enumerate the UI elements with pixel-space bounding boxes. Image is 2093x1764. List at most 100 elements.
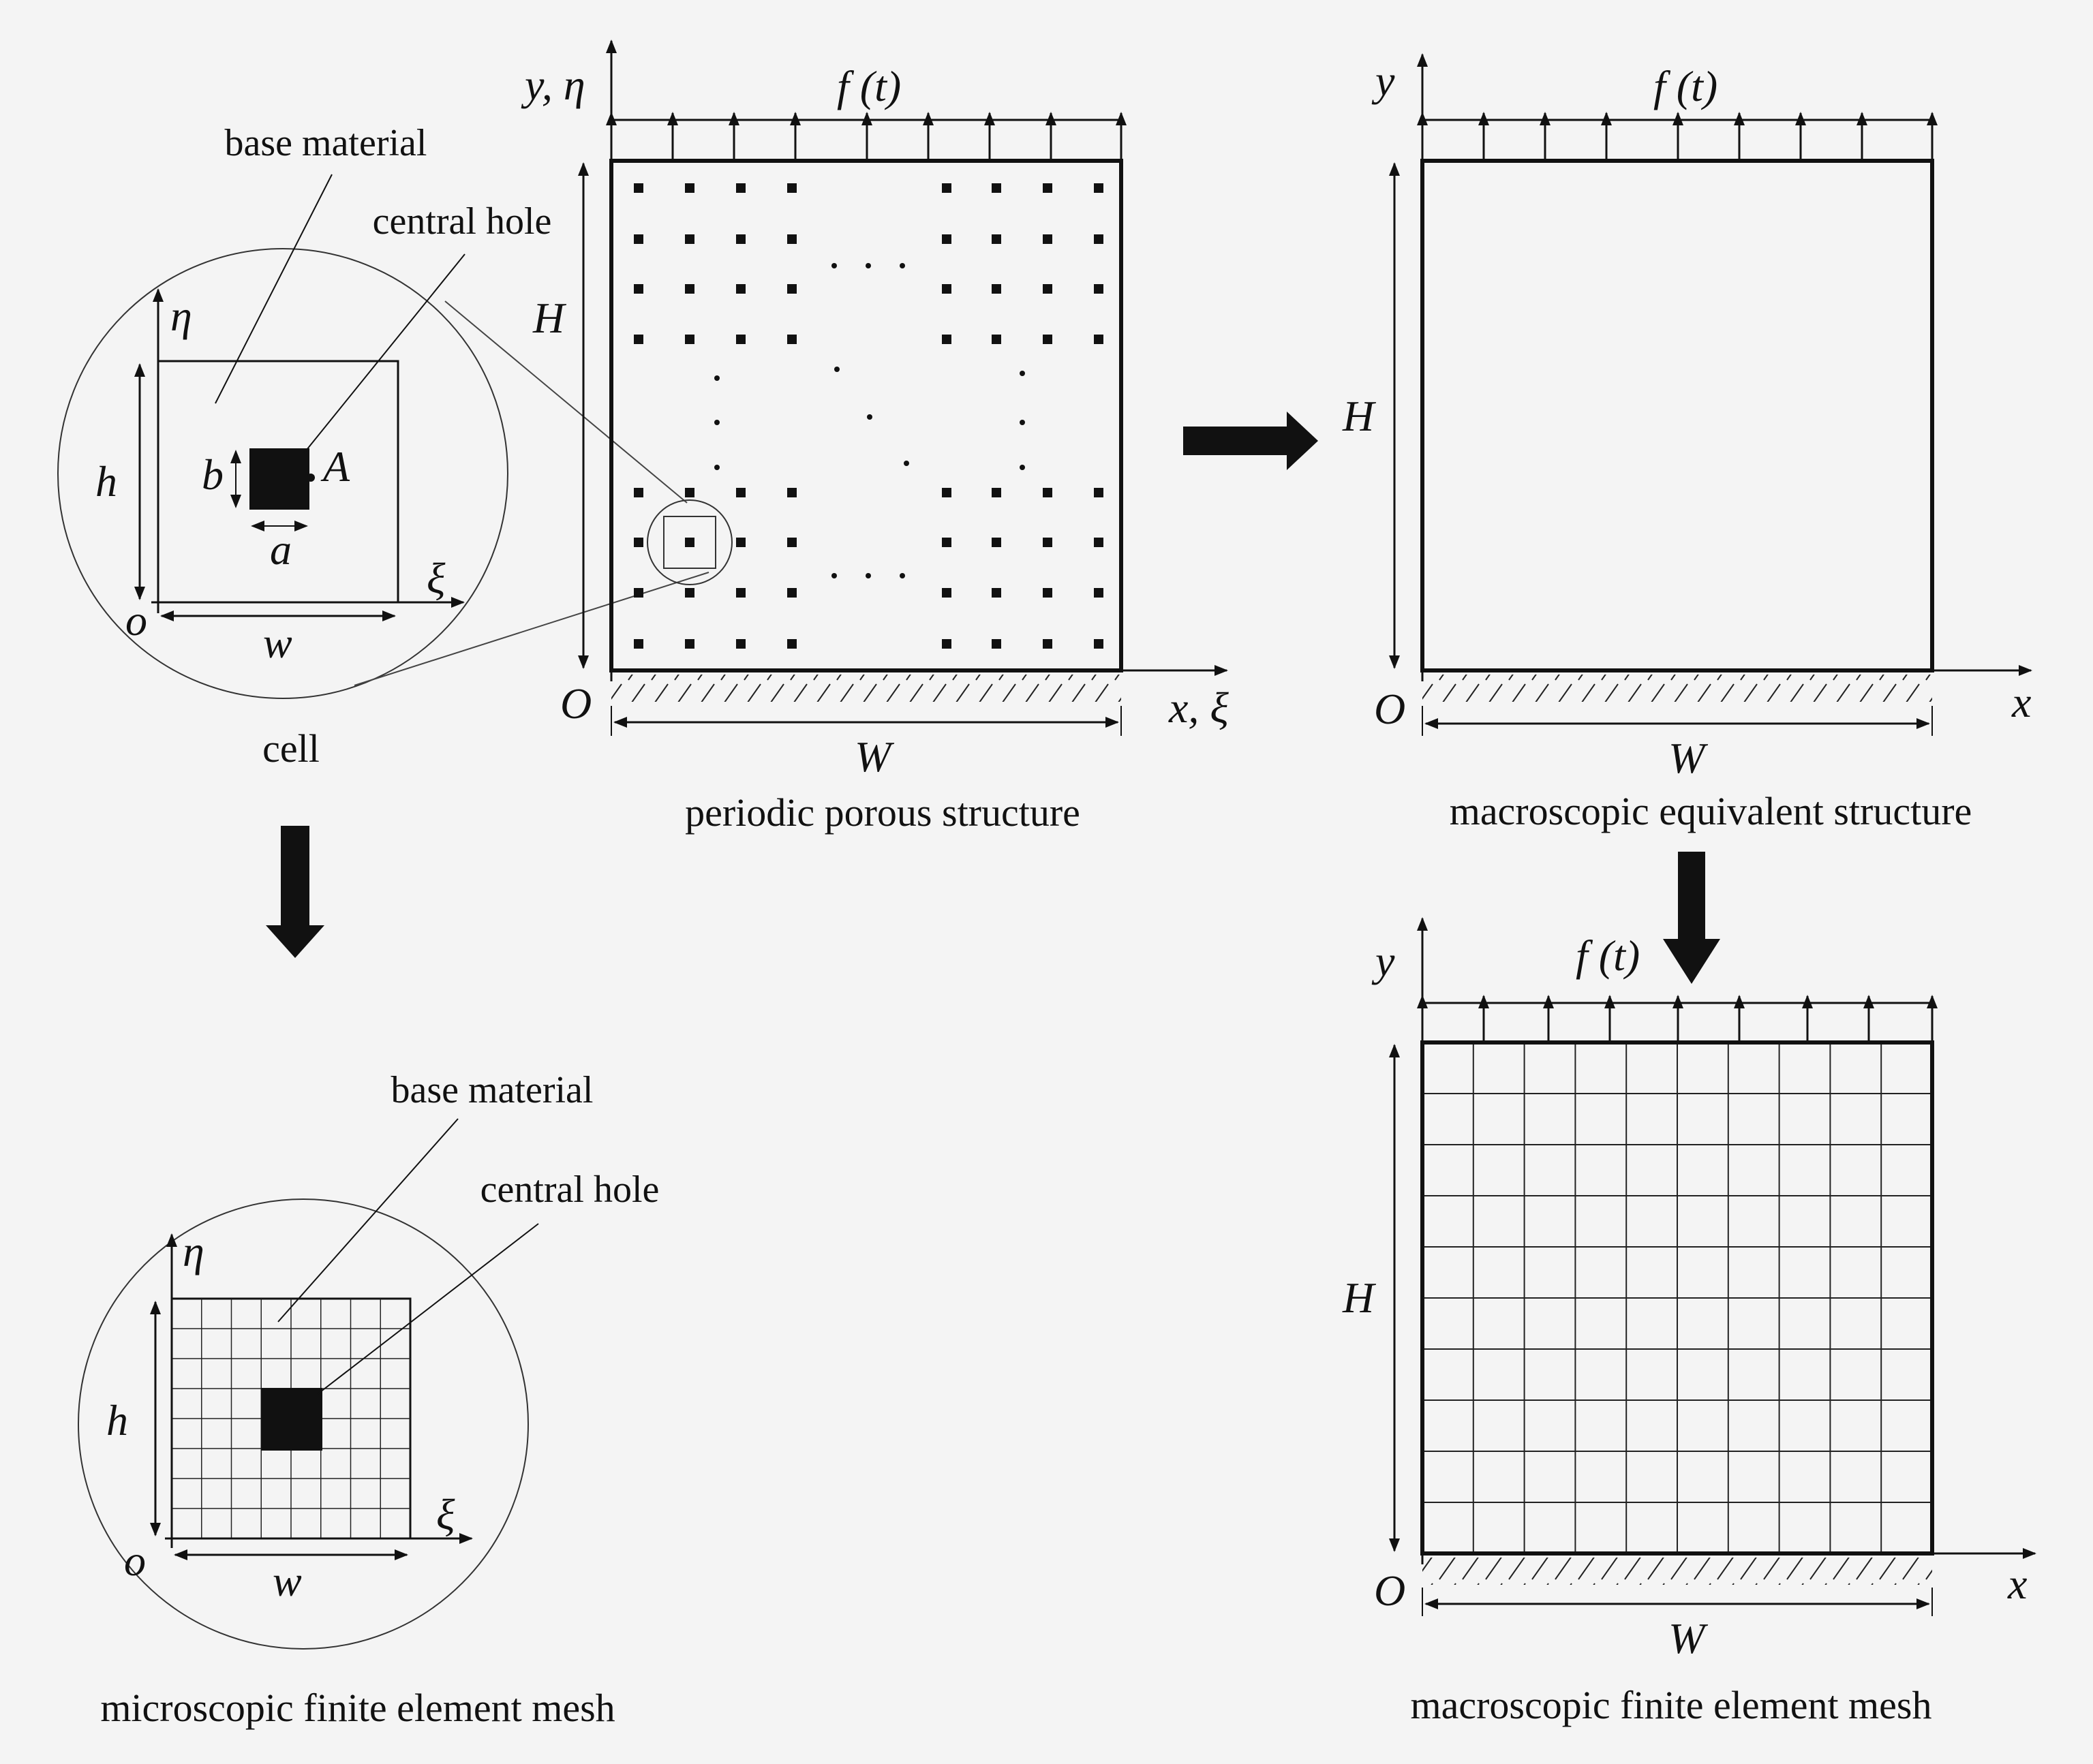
load-arrows bbox=[606, 112, 1127, 161]
hole bbox=[1094, 538, 1103, 547]
hole bbox=[1094, 284, 1103, 294]
macroscopic-fe-mesh: y f (t) H O x W macroscopic finite eleme… bbox=[1342, 917, 2036, 1727]
cell-highlight-circle bbox=[647, 499, 733, 585]
hole bbox=[787, 538, 797, 547]
transition-arrow-down-right bbox=[1663, 852, 1720, 984]
y-eta-label: y, η bbox=[521, 61, 585, 109]
mesh-zoom-circle bbox=[78, 1198, 529, 1650]
cell-detail: base material central hole η ξ h b A a o… bbox=[57, 122, 552, 771]
hole bbox=[1094, 183, 1103, 193]
o-label: o bbox=[125, 596, 147, 645]
hole bbox=[1094, 234, 1103, 244]
hole bbox=[992, 234, 1001, 244]
load-label: f (t) bbox=[1653, 62, 1717, 110]
hole bbox=[787, 234, 797, 244]
hole bbox=[787, 639, 797, 649]
hole bbox=[1043, 335, 1052, 344]
hole bbox=[942, 234, 951, 244]
hole bbox=[736, 335, 746, 344]
hole bbox=[736, 538, 746, 547]
hole bbox=[1094, 588, 1103, 598]
hole bbox=[1043, 284, 1052, 294]
hole bbox=[1043, 183, 1052, 193]
o-label: o bbox=[124, 1536, 146, 1585]
hole bbox=[787, 284, 797, 294]
ellipsis-dot bbox=[900, 573, 905, 578]
ellipsis-dot bbox=[714, 465, 720, 470]
eta-label: η bbox=[183, 1227, 204, 1275]
cell-highlight-square bbox=[663, 516, 716, 569]
zoom-line-top bbox=[444, 300, 688, 504]
O-label: O bbox=[1374, 1566, 1405, 1615]
label-central-hole: central hole bbox=[373, 200, 552, 243]
H-label: H bbox=[1342, 1273, 1377, 1322]
W-label: W bbox=[1668, 734, 1709, 782]
hole bbox=[685, 234, 694, 244]
hole bbox=[685, 335, 694, 344]
hole bbox=[634, 588, 643, 598]
hole bbox=[685, 588, 694, 598]
hole bbox=[685, 284, 694, 294]
ellipsis-dot bbox=[714, 420, 720, 425]
ellipsis-dot bbox=[1020, 420, 1025, 425]
macro-mesh-grid bbox=[1422, 1042, 1932, 1553]
hole bbox=[634, 488, 643, 497]
hole bbox=[736, 234, 746, 244]
macroscopic-equivalent-structure: y f (t) H O x W macroscopic equivalent s… bbox=[1342, 53, 2032, 833]
hole bbox=[787, 588, 797, 598]
hole bbox=[992, 588, 1001, 598]
O-label: O bbox=[560, 679, 592, 728]
H-label: H bbox=[1342, 392, 1377, 440]
leader-base-material bbox=[215, 174, 333, 404]
x-xi-label: x, ξ bbox=[1168, 683, 1229, 732]
hole bbox=[992, 183, 1001, 193]
hole bbox=[787, 183, 797, 193]
xi-label: ξ bbox=[427, 554, 446, 602]
hole bbox=[1043, 639, 1052, 649]
ground-hatch bbox=[1422, 1558, 1932, 1585]
h-label: h bbox=[95, 457, 117, 506]
ellipsis-dot bbox=[867, 414, 872, 420]
ellipsis-dots bbox=[714, 263, 1025, 578]
hole bbox=[634, 639, 643, 649]
xi-label: ξ bbox=[436, 1490, 455, 1538]
hole bbox=[736, 639, 746, 649]
load-label: f (t) bbox=[837, 62, 901, 110]
hole bbox=[1043, 488, 1052, 497]
transition-arrow-down-left bbox=[266, 826, 324, 958]
ellipsis-dot bbox=[714, 375, 720, 381]
hole bbox=[634, 284, 643, 294]
A-label: A bbox=[320, 442, 350, 491]
hole bbox=[736, 183, 746, 193]
ellipsis-dot bbox=[831, 573, 837, 578]
caption-macro-equivalent: macroscopic equivalent structure bbox=[1450, 789, 1972, 833]
cell-zoom-circle bbox=[57, 248, 508, 699]
y-label: y bbox=[1371, 57, 1395, 105]
hole bbox=[787, 488, 797, 497]
ellipsis-dot bbox=[1020, 371, 1025, 376]
leader-central-hole bbox=[303, 253, 465, 454]
w-label: w bbox=[273, 1557, 302, 1605]
hole bbox=[736, 588, 746, 598]
cell-central-hole bbox=[249, 448, 309, 510]
x-label: x bbox=[2011, 678, 2031, 726]
point-A-marker bbox=[307, 474, 315, 482]
a-label: a bbox=[270, 525, 292, 574]
leader-base-material bbox=[277, 1118, 459, 1322]
hole-array bbox=[634, 183, 1103, 649]
hole bbox=[1094, 639, 1103, 649]
hole bbox=[634, 234, 643, 244]
hole bbox=[942, 588, 951, 598]
transition-arrow-right bbox=[1183, 412, 1318, 470]
hole bbox=[1043, 538, 1052, 547]
H-label: H bbox=[532, 294, 567, 342]
leader-central-hole bbox=[317, 1223, 539, 1395]
label-central-hole: central hole bbox=[480, 1169, 660, 1211]
hole bbox=[942, 335, 951, 344]
h-label: h bbox=[106, 1396, 128, 1444]
ellipsis-dot bbox=[831, 263, 837, 268]
hole bbox=[685, 488, 694, 497]
hole bbox=[942, 183, 951, 193]
hole bbox=[942, 488, 951, 497]
